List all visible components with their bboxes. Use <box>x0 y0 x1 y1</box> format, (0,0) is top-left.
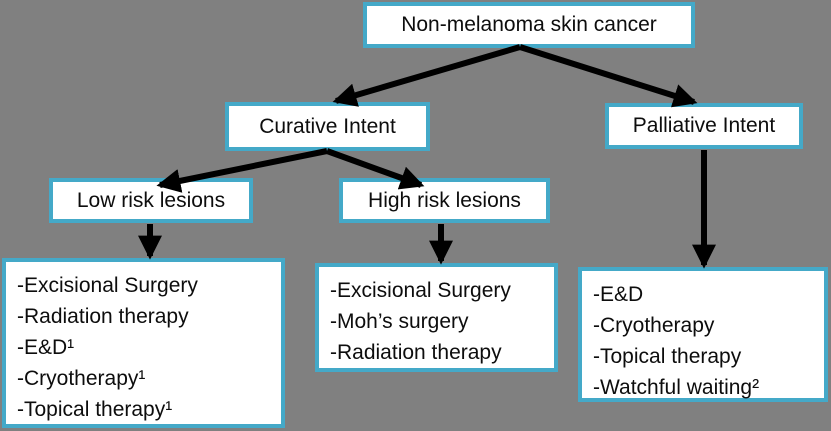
arrow-root-to-curative <box>332 44 521 107</box>
treatment-option: -Topical therapy <box>593 345 742 368</box>
node-label: High risk lesions <box>368 188 521 212</box>
node-label: Palliative Intent <box>632 114 776 137</box>
node-palliative-intent: Palliative Intent <box>605 103 803 149</box>
treatment-option: -Topical therapy¹ <box>17 398 173 421</box>
treatment-option: -Radiation therapy <box>17 305 189 328</box>
node-non-melanoma-skin-cancer: Non-melanoma skin cancer <box>363 2 695 48</box>
node-label: Non-melanoma skin cancer <box>401 13 657 36</box>
treatment-option: -Radiation therapy <box>330 341 502 364</box>
treatment-option: -Watchful waiting² <box>593 376 760 399</box>
treatment-option: -Moh’s surgery <box>330 310 469 333</box>
node-curative-intent: Curative Intent <box>225 102 430 151</box>
treatment-option: -E&D <box>593 283 644 306</box>
node-low-risk-treatments: -Excisional Surgery -Radiation therapy -… <box>2 258 285 428</box>
node-label: Curative Intent <box>259 114 396 138</box>
node-label: Low risk lesions <box>76 188 226 212</box>
treatment-option: -Excisional Surgery <box>330 279 511 302</box>
node-low-risk-lesions: Low risk lesions <box>49 178 253 223</box>
node-high-risk-lesions: High risk lesions <box>339 178 550 223</box>
arrow-root-to-palliative <box>519 44 698 108</box>
treatment-option: -Excisional Surgery <box>17 274 198 297</box>
node-high-risk-treatments: -Excisional Surgery -Moh’s surgery -Radi… <box>315 263 558 372</box>
node-palliative-treatments: -E&D -Cryotherapy -Topical therapy -Watc… <box>578 267 828 402</box>
treatment-option: -Cryotherapy¹ <box>17 367 146 390</box>
treatment-option: -E&D¹ <box>17 336 75 359</box>
treatment-option: -Cryotherapy <box>593 314 715 337</box>
